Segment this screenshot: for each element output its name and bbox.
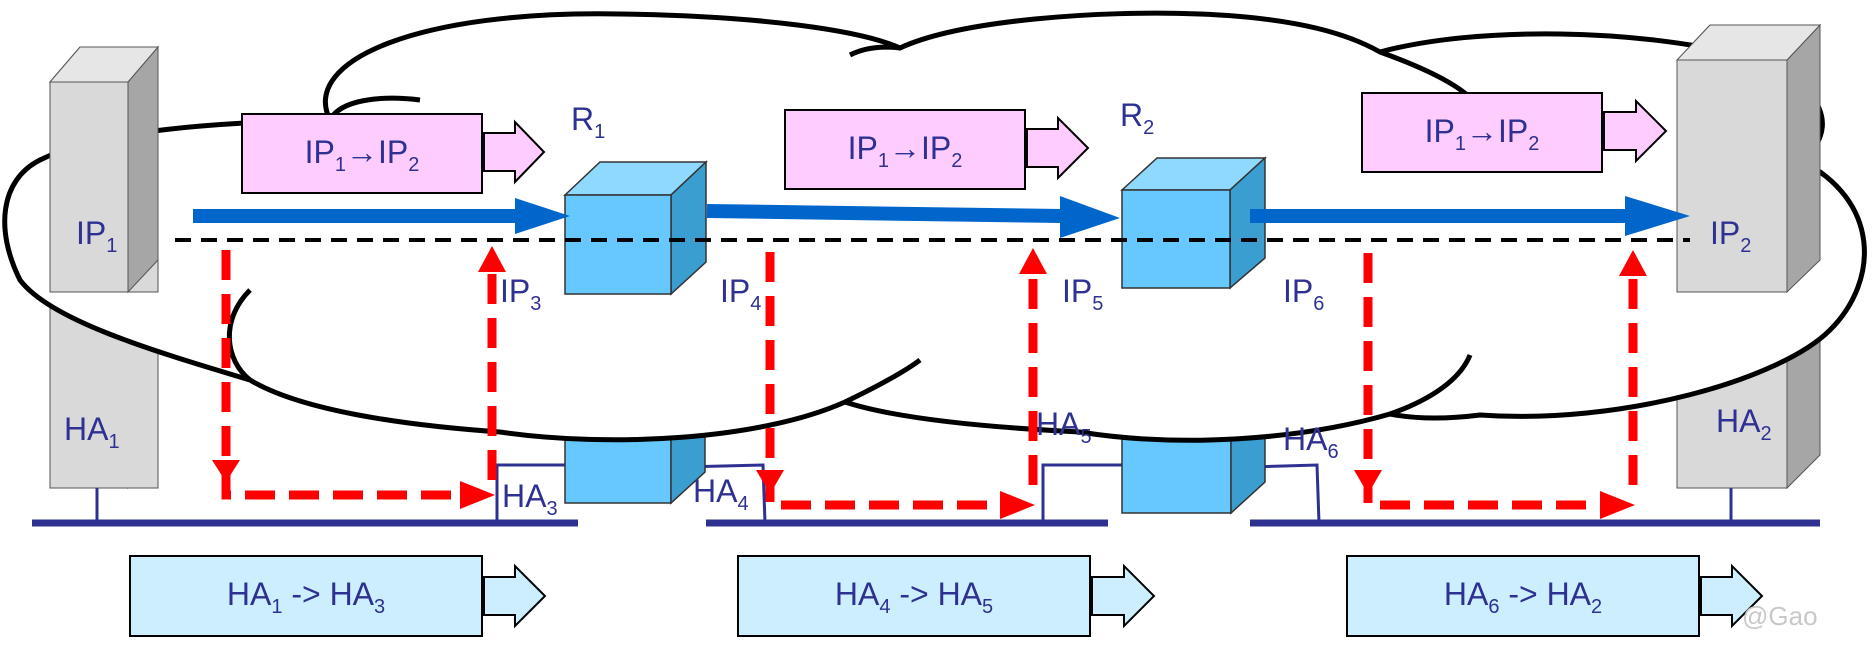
ip-hop-arrow-1-head xyxy=(515,198,570,234)
router-1-left-ip-label: IP3 xyxy=(500,273,541,315)
node-labels: IP1 HA1 IP2 HA2 R1 IP3 IP4 HA3 HA4 R2 xyxy=(64,97,1772,520)
ip-hop-arrow-2-shaft xyxy=(706,204,1063,223)
ip-packet-box-3-arrow xyxy=(1603,98,1668,164)
router-1 xyxy=(563,160,708,296)
ha-frame-box-2-label: HA4 -> HA5 xyxy=(835,576,993,618)
ip-hop-arrow-3-head xyxy=(1625,196,1690,236)
ip-packet-box-3: IP1→IP2 xyxy=(1361,92,1668,173)
ip-packet-box-3-label: IP1→IP2 xyxy=(1425,113,1540,155)
ip-packet-box-2: IP1→IP2 xyxy=(784,109,1090,190)
ip-packet-box-1-arrow xyxy=(483,119,546,185)
frame-path-3-head-right xyxy=(1600,491,1635,519)
host-right-upper-front xyxy=(1676,59,1788,293)
ip-packet-box-2-arrow xyxy=(1026,115,1090,181)
host-right-upper xyxy=(1675,23,1822,294)
frame-path-3 xyxy=(1363,253,1612,510)
frame-path-2-head-right xyxy=(1000,491,1035,519)
frame-path-1-head-up xyxy=(478,246,506,272)
cloud-inner-arc-2 xyxy=(848,44,901,58)
router-2-left-ha-label: HA5 xyxy=(1036,406,1092,448)
ha-frame-box-1-arrow xyxy=(483,563,547,629)
ha-frame-box-1-label: HA1 -> HA3 xyxy=(227,576,385,618)
ha-frame-box-3-arrow xyxy=(1700,563,1764,629)
lan-tap-r2-left xyxy=(1041,463,1122,523)
network-cloud xyxy=(2,10,1867,443)
router-1-right-ip-label: IP4 xyxy=(720,273,761,315)
cloud-outline xyxy=(2,10,1867,443)
host-left-upper xyxy=(48,45,160,294)
host-left-ip-label: IP1 xyxy=(76,215,117,257)
router-2 xyxy=(1120,156,1267,290)
physical-frame-paths xyxy=(221,250,1638,510)
ha-frame-box-2-arrow xyxy=(1091,563,1156,629)
ip-packet-box-3-rect xyxy=(1361,92,1603,173)
host-right-upper-top xyxy=(1675,24,1822,61)
frame-path-1 xyxy=(221,250,470,500)
frame-path-1-head-right xyxy=(460,481,495,509)
lan-tap-r1-left xyxy=(495,463,565,523)
ip-packet-box-1-label: IP1→IP2 xyxy=(305,134,420,176)
host-right-ip-label: IP2 xyxy=(1710,215,1751,257)
router-2-left-ip-label: IP5 xyxy=(1062,273,1103,315)
router-2-right-ha-label: HA6 xyxy=(1283,421,1339,463)
frame-path-2-head-down xyxy=(756,470,784,494)
host-left-ha-label: HA1 xyxy=(64,411,120,453)
ip-hop-arrows xyxy=(193,196,1690,238)
ha-frame-box-1-rect xyxy=(129,555,483,637)
host-left-upper-side xyxy=(127,45,159,294)
frame-path-1-head-down xyxy=(212,460,240,482)
router-1-front xyxy=(564,194,672,295)
ip-packet-box-2-rect xyxy=(784,109,1026,190)
frame-path-3-head-down xyxy=(1354,470,1382,494)
ha-frame-box-3-rect xyxy=(1346,555,1700,637)
ha-frame-box-3-label: HA6 -> HA2 xyxy=(1444,576,1602,618)
ip-packet-box-1-rect xyxy=(241,113,483,194)
frame-path-heads xyxy=(212,246,1647,519)
host-left-upper-top xyxy=(48,46,160,83)
lan-segments xyxy=(32,463,1820,527)
ha-frame-box-2: HA4 -> HA5 xyxy=(737,555,1156,637)
ip-hop-arrow-2-head xyxy=(1060,196,1120,238)
router-1-left-ha-label: HA3 xyxy=(502,478,558,520)
router-1-name-label: R1 xyxy=(571,101,605,143)
host-right-upper-side xyxy=(1786,23,1821,294)
ha-frame-box-2-rect xyxy=(737,555,1091,637)
router-2-name-label: R2 xyxy=(1120,97,1154,139)
frame-path-2 xyxy=(765,252,1010,510)
router-1-right-ha-label: HA4 xyxy=(693,473,749,515)
router-2-right-ip-label: IP6 xyxy=(1283,273,1324,315)
ha-frame-box-1: HA1 -> HA3 xyxy=(129,555,547,637)
cloud-inner-arc-6 xyxy=(1389,353,1473,417)
frame-path-3-head-up xyxy=(1619,250,1647,276)
ha-frame-box-3: HA6 -> HA2 xyxy=(1346,555,1764,637)
cloud-inner-arc-5 xyxy=(843,357,922,405)
watermark-text: @Gao xyxy=(1742,601,1818,631)
lan-tap-r2-right xyxy=(1246,463,1321,524)
frame-path-2-head-up xyxy=(1019,248,1047,274)
host-right-ha-label: HA2 xyxy=(1716,403,1772,445)
ip-packet-box-2-label: IP1→IP2 xyxy=(848,130,963,172)
ip-packet-box-1: IP1→IP2 xyxy=(241,113,546,194)
lan-tap-r1-right xyxy=(682,463,767,524)
